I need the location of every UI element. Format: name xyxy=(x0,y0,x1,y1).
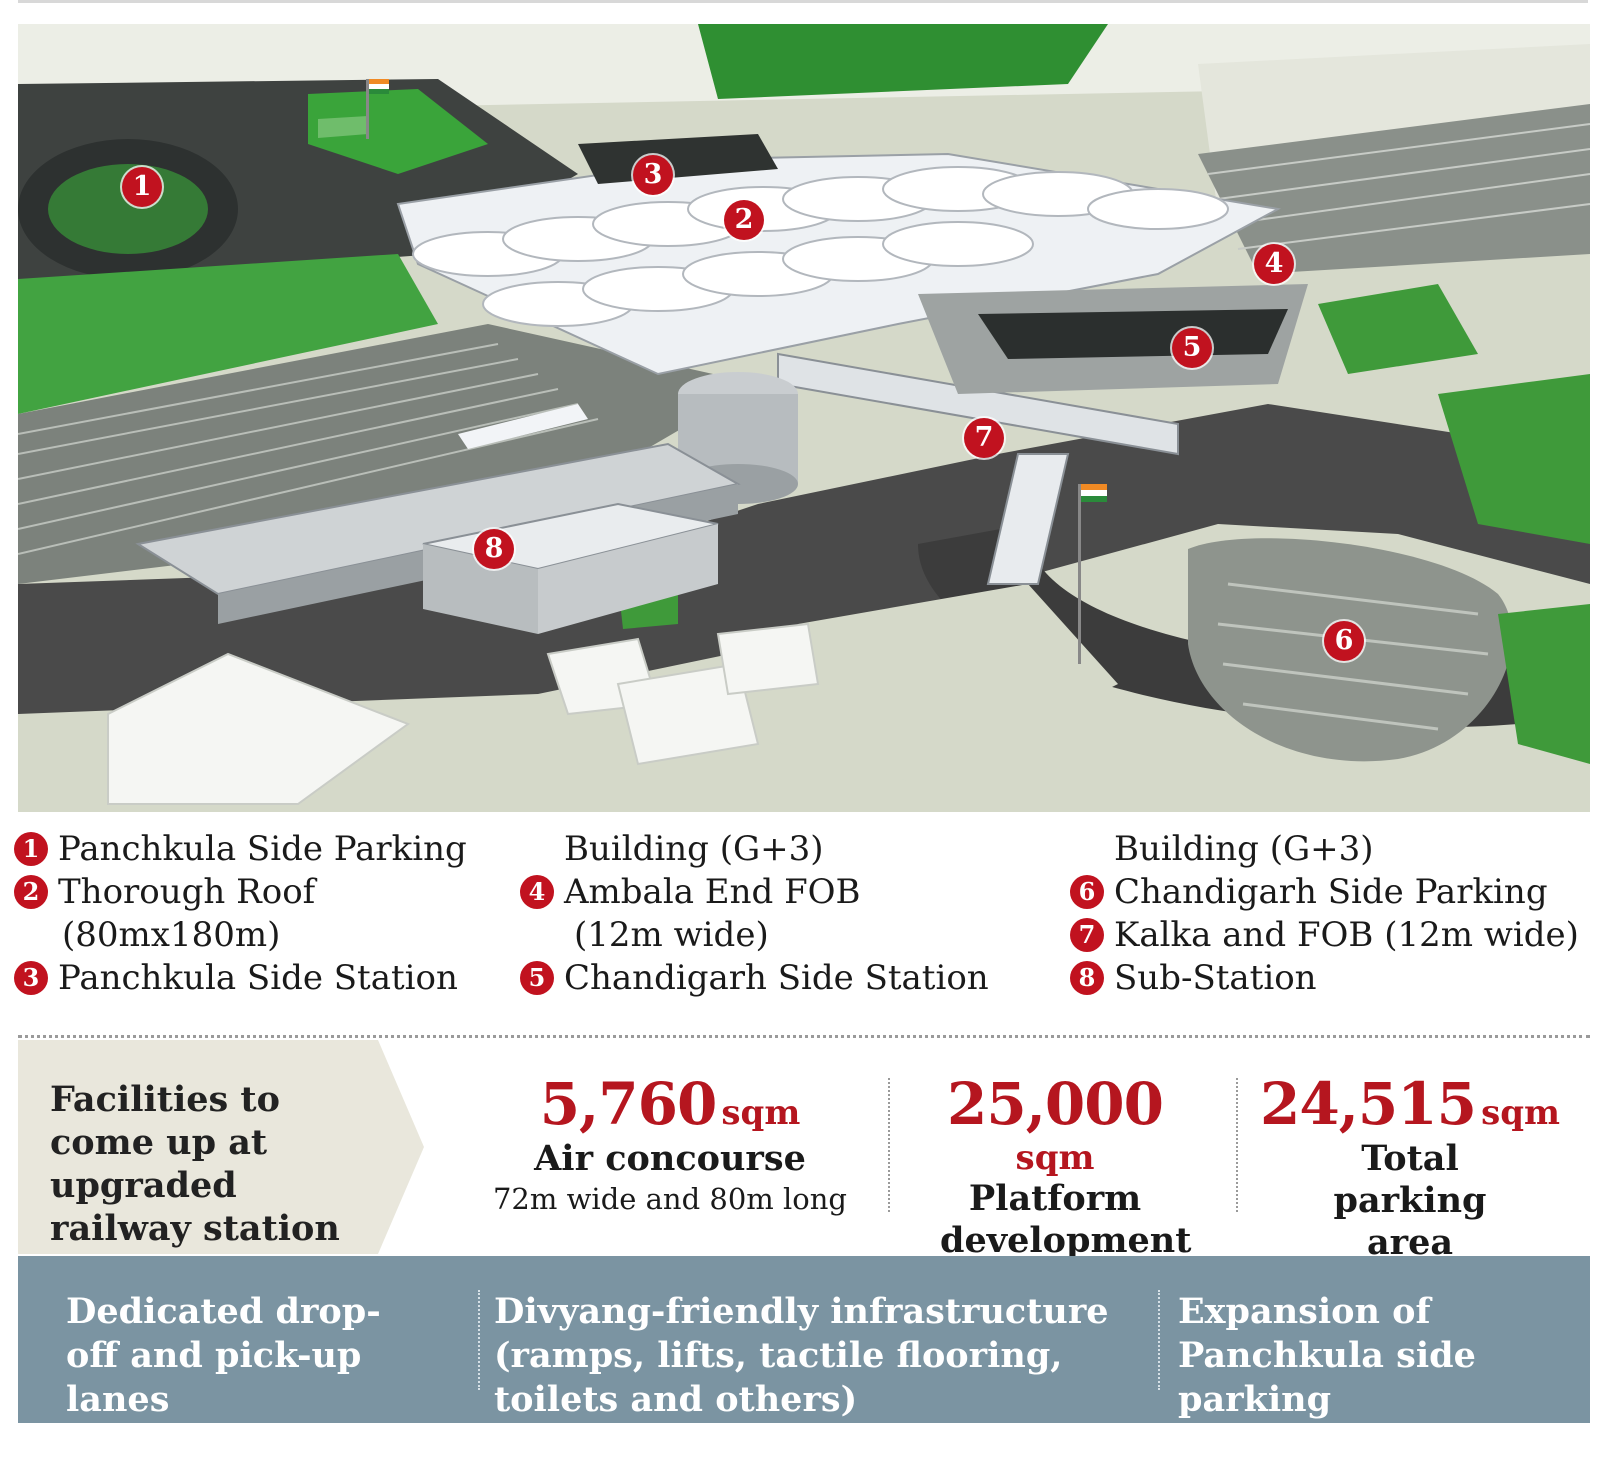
legend-number: 5 xyxy=(520,961,554,995)
top-rule xyxy=(18,0,1588,3)
feature-divider xyxy=(478,1290,480,1390)
facilities-title-box xyxy=(18,1040,378,1254)
legend-column-2: Building (G+3) 4 Ambala End FOB (12m wid… xyxy=(518,828,989,1000)
stat-unit: sqm xyxy=(1481,1093,1560,1133)
legend-item-2: 2 Thorough Roof xyxy=(12,871,467,914)
station-rendering-art xyxy=(18,24,1590,812)
divider xyxy=(18,1035,1590,1038)
legend-number: 7 xyxy=(1070,918,1104,952)
legend-number: 3 xyxy=(14,961,48,995)
stat-label: Air concourse xyxy=(534,1138,806,1179)
legend-item-8: 8 Sub-Station xyxy=(1068,957,1579,1000)
marker-2: 2 xyxy=(724,200,764,240)
marker-1: 1 xyxy=(122,167,162,207)
legend-label: Sub-Station xyxy=(1114,958,1317,998)
legend-number: 4 xyxy=(520,875,554,909)
legend-label-cont: Building (G+3) xyxy=(1114,829,1374,869)
legend-label: Chandigarh Side Parking xyxy=(1114,872,1548,912)
legend-number: 6 xyxy=(1070,875,1104,909)
legend-item-4: 4 Ambala End FOB xyxy=(518,871,989,914)
stat-platform: 25,000 sqm Platform development xyxy=(910,1070,1200,1262)
legend-item-6: 6 Chandigarh Side Parking xyxy=(1068,871,1579,914)
stat-label: Total parking area xyxy=(1333,1138,1487,1263)
legend-number: 1 xyxy=(14,832,48,866)
stat-label: Platform development xyxy=(940,1178,1192,1261)
legend: 1 Panchkula Side Parking 2 Thorough Roof… xyxy=(12,828,1592,1018)
marker-3: 3 xyxy=(633,155,673,195)
stat-divider xyxy=(888,1078,890,1212)
stat-unit: sqm xyxy=(721,1093,801,1133)
feature-drop-off: Dedicated drop-off and pick-up lanes xyxy=(66,1291,381,1420)
legend-label: Chandigarh Side Station xyxy=(564,958,989,998)
legend-label: Panchkula Side Parking xyxy=(58,829,467,869)
legend-number: 8 xyxy=(1070,961,1104,995)
marker-8: 8 xyxy=(474,529,514,569)
feature-parking-expansion: Expansion of Panchkula side parking xyxy=(1178,1291,1476,1420)
stat-air-concourse: 5,760 sqm Air concourse 72m wide and 80m… xyxy=(480,1070,860,1218)
legend-number: 2 xyxy=(14,875,48,909)
legend-label-cont: (80mx180m) xyxy=(62,915,281,955)
facilities-title: Facilities to come up at upgraded railwa… xyxy=(50,1079,340,1249)
stat-divider xyxy=(1236,1078,1238,1212)
stat-value: 5,760 xyxy=(539,1070,718,1138)
stat-parking: 24,515 sqm Total parking area xyxy=(1260,1070,1560,1264)
marker-5: 5 xyxy=(1172,328,1212,368)
legend-column-1: 1 Panchkula Side Parking 2 Thorough Roof… xyxy=(12,828,467,1000)
station-rendering: 1 2 3 4 5 6 7 8 xyxy=(18,24,1590,812)
legend-item-7: 7 Kalka and FOB (12m wide) xyxy=(1068,914,1579,957)
legend-item-1: 1 Panchkula Side Parking xyxy=(12,828,467,871)
legend-label: Panchkula Side Station xyxy=(58,958,458,998)
stat-value: 24,515 xyxy=(1260,1070,1477,1138)
legend-item-3: 3 Panchkula Side Station xyxy=(12,957,467,1000)
legend-label: Kalka and FOB (12m wide) xyxy=(1114,915,1579,955)
legend-label: Ambala End FOB xyxy=(564,872,861,912)
feature-divider xyxy=(1158,1290,1160,1390)
legend-item-5: 5 Chandigarh Side Station xyxy=(518,957,989,1000)
marker-7: 7 xyxy=(964,418,1004,458)
stat-sub: 72m wide and 80m long xyxy=(492,1182,847,1216)
marker-4: 4 xyxy=(1254,244,1294,284)
features-band xyxy=(18,1256,1590,1423)
legend-column-3: Building (G+3) 6 Chandigarh Side Parking… xyxy=(1068,828,1579,1000)
marker-6: 6 xyxy=(1324,621,1364,661)
legend-label-cont: (12m wide) xyxy=(574,915,769,955)
stat-value: 25,000 xyxy=(947,1070,1164,1138)
stat-unit: sqm xyxy=(1015,1138,1095,1178)
facilities-arrow xyxy=(378,1040,424,1254)
legend-label: Thorough Roof xyxy=(58,872,316,912)
feature-divyang: Divyang-friendly infrastructure (ramps, … xyxy=(494,1291,1109,1420)
legend-label-cont: Building (G+3) xyxy=(564,829,824,869)
